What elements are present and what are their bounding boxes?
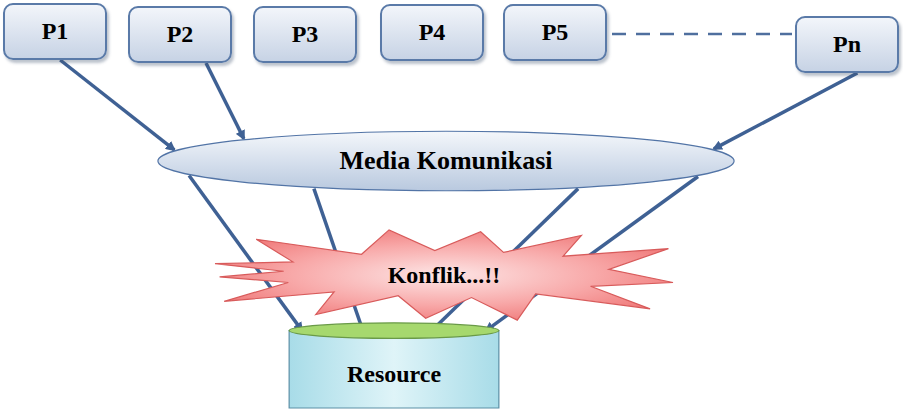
process-box: P4 bbox=[380, 4, 484, 61]
process-box: Pn bbox=[795, 16, 899, 73]
arrow-connector bbox=[206, 63, 244, 139]
node-label: Pn bbox=[833, 31, 861, 58]
node-label: P3 bbox=[292, 21, 319, 48]
arrow-connector bbox=[60, 60, 174, 150]
process-box: P1 bbox=[3, 3, 107, 60]
node-label: Konflik...!! bbox=[388, 262, 501, 289]
node-label: P2 bbox=[167, 21, 194, 48]
node-label: Resource bbox=[347, 361, 441, 388]
resource-cylinder: Resource bbox=[287, 322, 501, 408]
node-label: P5 bbox=[542, 19, 569, 46]
channel-ellipse: Media Komunikasi bbox=[155, 130, 737, 192]
node-label: Media Komunikasi bbox=[339, 146, 552, 176]
conflict-burst: Konflik...!! bbox=[215, 228, 673, 322]
process-box: P3 bbox=[253, 6, 357, 63]
node-label: P4 bbox=[419, 19, 446, 46]
dashed-continuation bbox=[612, 33, 792, 36]
node-label: P1 bbox=[42, 18, 69, 45]
process-box: P2 bbox=[128, 6, 232, 63]
arrow-connector bbox=[714, 73, 858, 149]
process-box: P5 bbox=[503, 4, 607, 61]
